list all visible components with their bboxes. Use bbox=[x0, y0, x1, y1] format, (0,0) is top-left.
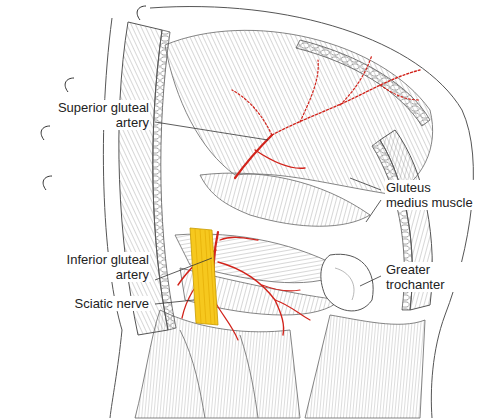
leader-line bbox=[155, 122, 381, 304]
superior-gluteal-artery bbox=[232, 55, 420, 178]
bone-label: Greater trochanter bbox=[385, 262, 477, 292]
piriformis-muscle bbox=[200, 173, 370, 226]
thigh-muscle bbox=[305, 315, 425, 418]
artery-label: Superior gluteal artery bbox=[53, 100, 150, 130]
muscle-cut-edge bbox=[153, 30, 176, 330]
skin-crease bbox=[41, 126, 50, 140]
nerve-fibres bbox=[195, 229, 215, 325]
muscle-cut-edge bbox=[296, 40, 430, 126]
skin-crease bbox=[65, 78, 74, 92]
artery-label: Inferior gluteal artery bbox=[53, 252, 150, 282]
sciatic-nerve bbox=[190, 228, 218, 325]
muscle-border bbox=[180, 330, 205, 418]
nerve-label: Sciatic nerve bbox=[45, 296, 150, 311]
trochanter-contour bbox=[335, 268, 354, 300]
body-outline bbox=[103, 18, 122, 418]
muscle-border bbox=[240, 335, 258, 418]
skin-crease bbox=[43, 176, 52, 190]
muscle-label: Gluteus medius muscle bbox=[385, 180, 477, 210]
skin-crease bbox=[137, 6, 146, 20]
greater-trochanter bbox=[321, 254, 373, 311]
